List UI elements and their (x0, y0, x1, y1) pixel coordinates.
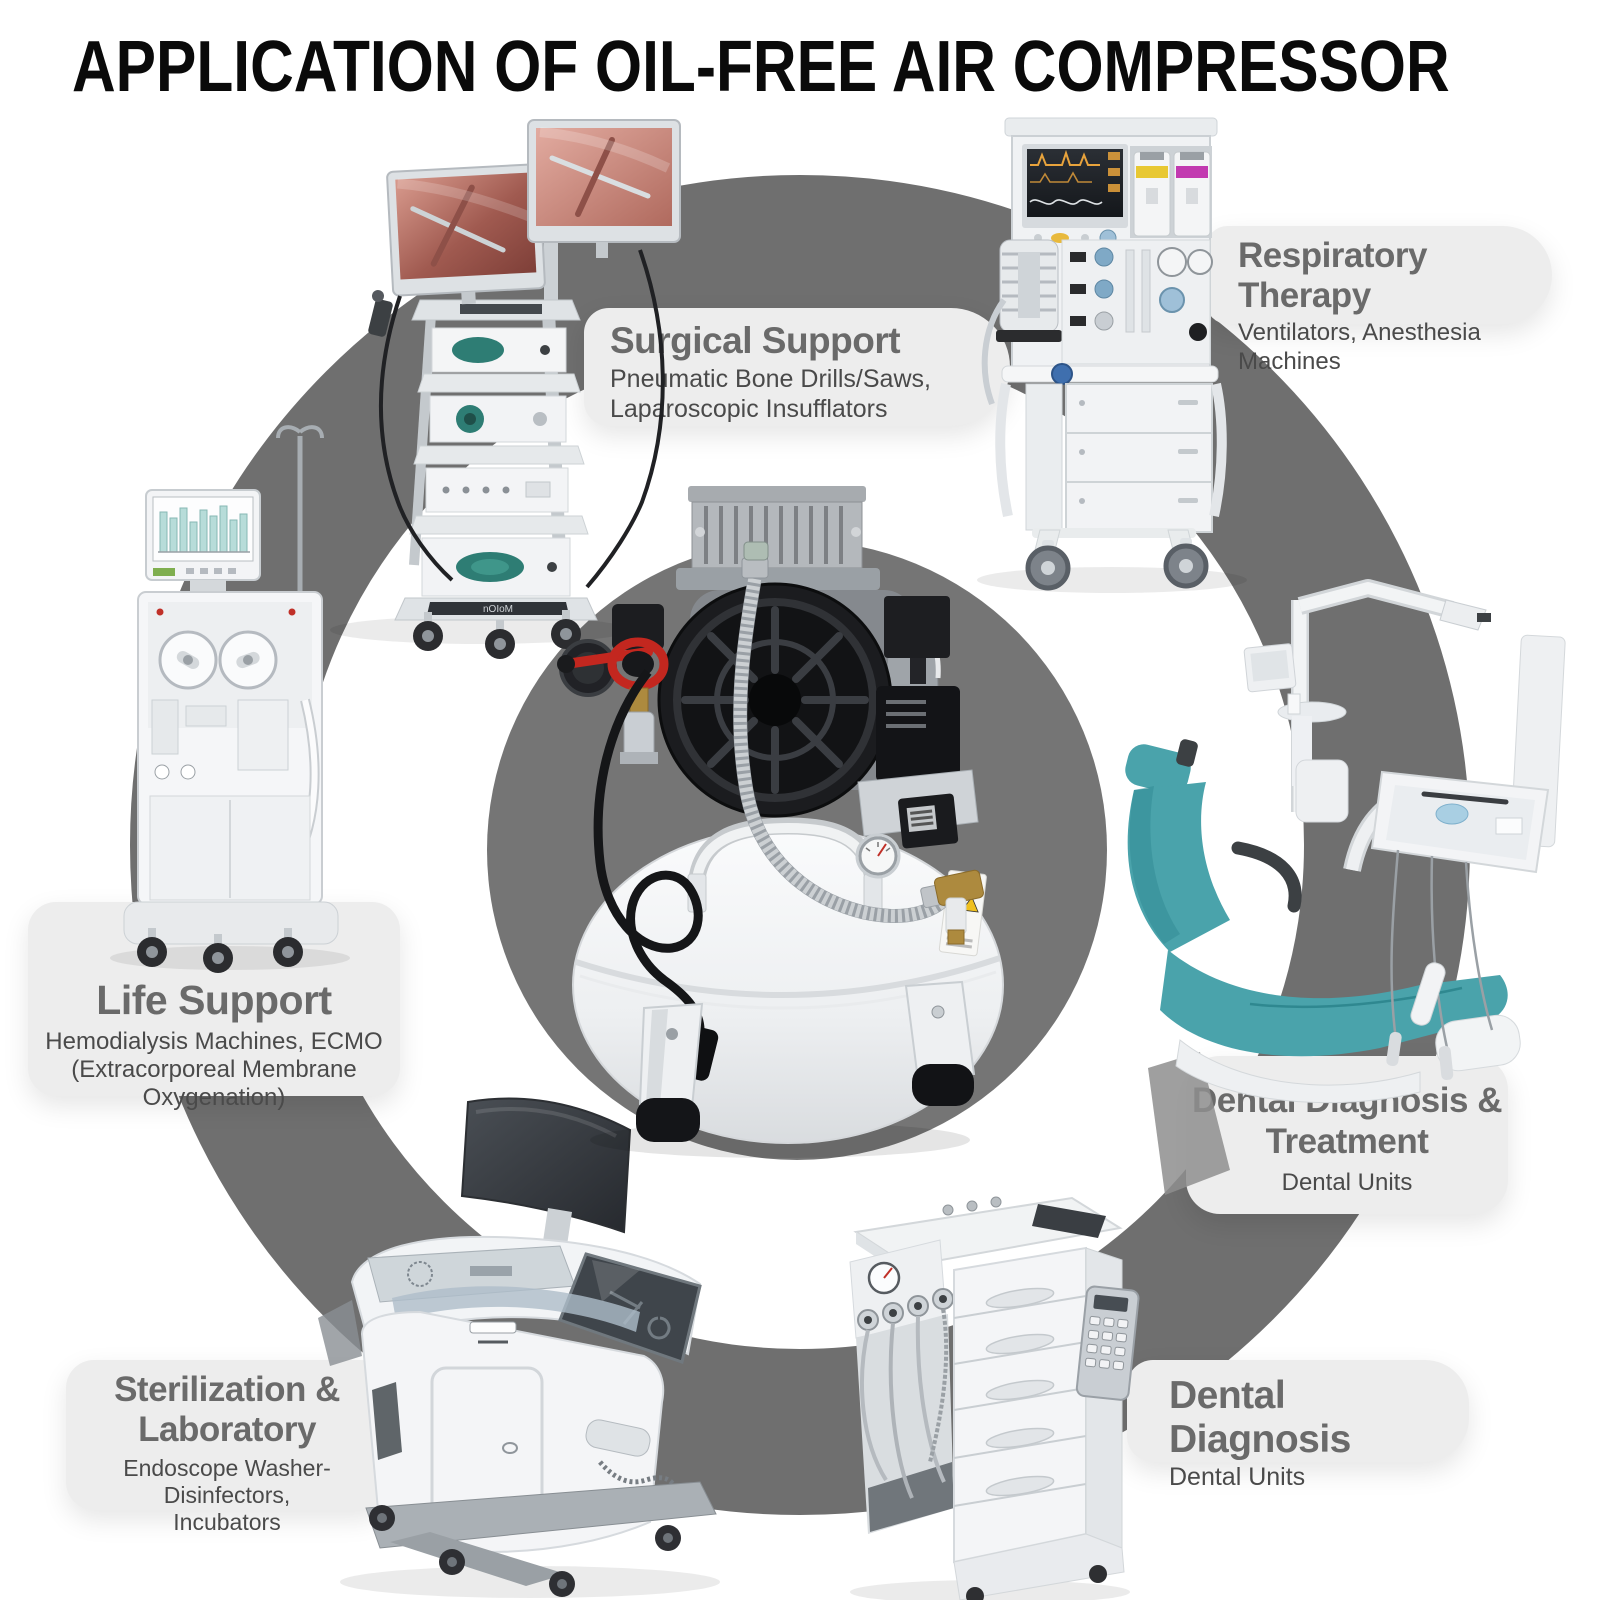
vaporizer-yellow (1133, 151, 1171, 237)
patient-monitor-screen (1022, 144, 1128, 228)
application-title: Dental Diagnosis (1169, 1374, 1351, 1461)
application-title: Life Support (96, 977, 332, 1023)
endoscopy-monitor-right (527, 119, 681, 258)
cart-brand-label: nOIoM (483, 604, 513, 615)
sterilizer-monitor (460, 1097, 632, 1252)
blood-pump (158, 630, 218, 690)
application-subtitle: Dental Units (1169, 1463, 1306, 1491)
washer-disinfector-illustration (318, 1097, 720, 1598)
application-title: Sterilization & Laboratory (114, 1370, 340, 1449)
endoscopy-monitor-left (386, 163, 546, 305)
anesthesia-machine-illustration (977, 117, 1247, 593)
label-card-respiratory-therapy: Respiratory Therapy Ventilators, Anesthe… (1206, 226, 1552, 375)
application-subtitle: Dental Units (1281, 1169, 1413, 1196)
oil-free-air-compressor-illustration (557, 486, 1004, 1158)
dental-chair-illustration (1125, 579, 1566, 1195)
chair-cushions (1125, 739, 1508, 1057)
page-title: APPLICATION OF OIL-FREE AIR COMPRESSOR (72, 27, 1450, 107)
application-title: Respiratory Therapy (1238, 236, 1428, 315)
label-card-life-support: Life Support Hemodialysis Machines, ECMO… (28, 902, 400, 1111)
vaporizer-magenta (1173, 151, 1211, 237)
dental-cart-illustration (849, 1196, 1140, 1600)
brass-drain-valve (920, 869, 984, 945)
motor-fan-grille (657, 582, 893, 818)
solenoid-valve (898, 793, 959, 849)
sterilizer-glass-window (558, 1252, 702, 1364)
cart-keypad (1075, 1285, 1140, 1401)
label-card-sterilization-laboratory: Sterilization & Laboratory Endoscope Was… (66, 1360, 388, 1535)
blood-pump (218, 630, 278, 690)
application-subtitle: Ventilators, Anesthesia Machines (1238, 319, 1481, 375)
pressure-gauge (855, 833, 901, 879)
label-card-dental-diagnosis: Dental Diagnosis Dental Units (1127, 1360, 1469, 1491)
application-subtitle: Hemodialysis Machines, ECMO (Extracorpor… (45, 1028, 383, 1111)
hemodialysis-machine-illustration (110, 425, 350, 973)
endoscopy-tower-illustration: nOIoM (330, 119, 681, 659)
compressor-feet (636, 980, 976, 1142)
ventilator-bellows (996, 239, 1062, 342)
application-subtitle: Endoscope Washer-Disinfectors, Incubator… (123, 1455, 331, 1535)
regulator-assembly (557, 604, 669, 764)
dialysis-monitor (145, 489, 261, 581)
delivery-tray (1370, 770, 1550, 874)
